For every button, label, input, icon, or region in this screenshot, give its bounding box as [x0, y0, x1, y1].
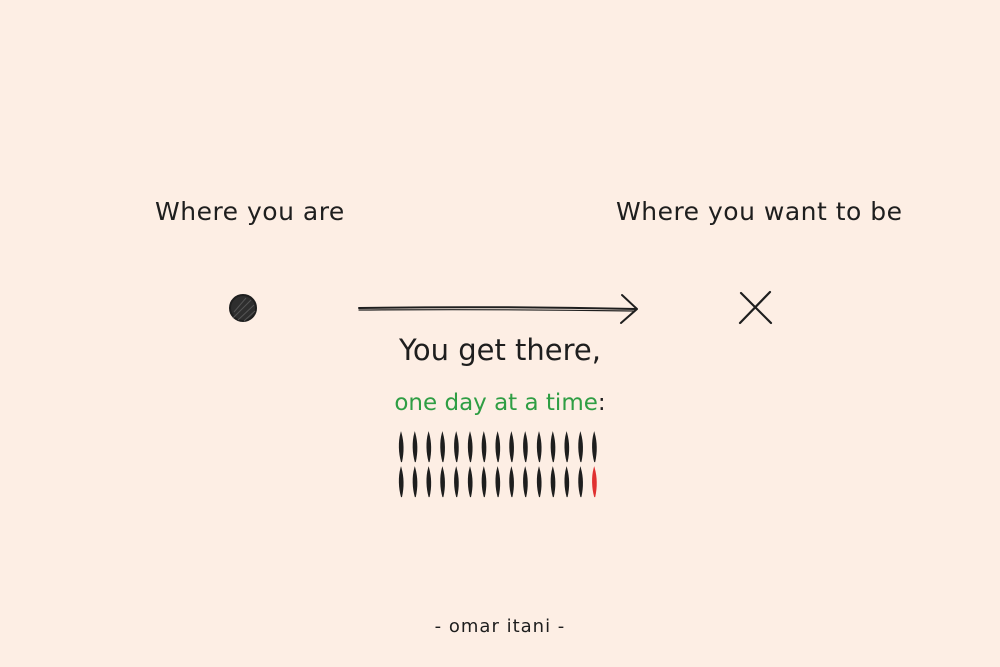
- tally-mark: [454, 466, 459, 498]
- tally-mark: [398, 431, 404, 463]
- tally-mark: [398, 466, 404, 498]
- tally-mark: [426, 466, 432, 498]
- message-line-1: You get there,: [399, 333, 601, 367]
- tally-mark: [523, 431, 528, 463]
- tally-mark: [495, 466, 501, 498]
- start-label: Where you are: [155, 197, 345, 226]
- destination-cross: [738, 290, 773, 325]
- tally-mark: [578, 466, 583, 498]
- tally-mark: [509, 431, 514, 463]
- tally-mark: [467, 431, 473, 463]
- tally-mark-today: [592, 466, 597, 498]
- destination-label: Where you want to be: [616, 197, 903, 226]
- message-line-2: one day at a time:: [0, 390, 1000, 416]
- tally-marks: [398, 431, 597, 498]
- signature: - omar itani -: [434, 616, 566, 637]
- tally-mark: [481, 431, 487, 463]
- tally-mark: [523, 466, 528, 498]
- tally-mark: [495, 431, 501, 463]
- tally-mark: [412, 466, 418, 498]
- tally-mark: [578, 431, 583, 463]
- tally-mark: [426, 431, 432, 463]
- tally-mark: [481, 466, 487, 498]
- tally-mark: [440, 466, 445, 498]
- tally-mark: [467, 466, 473, 498]
- tally-mark: [509, 466, 514, 498]
- arrow: [358, 294, 638, 324]
- tally-mark: [550, 431, 556, 463]
- tally-mark: [536, 431, 542, 463]
- tally-mark: [550, 466, 556, 498]
- tally-mark: [440, 431, 445, 463]
- tally-mark: [412, 431, 418, 463]
- message-highlight: one day at a time: [394, 390, 598, 416]
- tally-mark: [454, 431, 459, 463]
- tally-mark: [592, 431, 597, 463]
- start-dot: [229, 294, 257, 322]
- message-suffix: :: [597, 390, 606, 416]
- tally-mark: [564, 466, 570, 498]
- tally-mark: [536, 466, 542, 498]
- tally-mark: [564, 431, 570, 463]
